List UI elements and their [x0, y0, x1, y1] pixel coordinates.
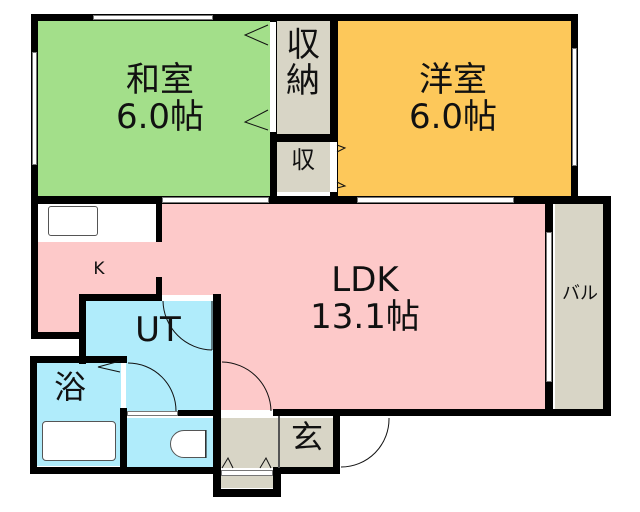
wall-balcony-right — [603, 196, 611, 416]
wall-kitchen-partition-top — [156, 200, 162, 242]
wall-ut-bath-divider — [178, 410, 218, 416]
label-kitchen: K — [93, 259, 105, 279]
door-arc-icon — [221, 361, 272, 412]
wall-step-right — [273, 467, 281, 497]
room-shu-small — [276, 142, 330, 192]
label-bath: 浴 — [53, 368, 86, 406]
label-washitsu: 和室 6.0帖 — [90, 62, 230, 135]
door-shu-small-opening — [330, 142, 337, 192]
door-entrance-opening — [340, 418, 388, 464]
label-ldk: LDK 13.1帖 — [290, 262, 440, 335]
room-name: 洋室 — [419, 60, 487, 100]
room-size: 13.1帖 — [310, 296, 420, 337]
door-ut-opening — [162, 295, 213, 301]
wall-step-bottom — [213, 489, 281, 497]
label-youshitsu: 洋室 6.0帖 — [388, 62, 518, 135]
wall-genkan-divider — [278, 416, 280, 468]
door-ldk-opening — [221, 410, 273, 416]
wall-ut-right — [213, 294, 221, 474]
fold-mark-icon — [336, 144, 347, 153]
window-washitsu-left — [32, 52, 37, 165]
wall-bath-top — [30, 356, 127, 363]
room-name: 収 — [286, 25, 320, 65]
wall-genkan-right — [333, 416, 340, 474]
window-ldk-washitsu — [162, 197, 269, 203]
room-balcony — [555, 204, 604, 409]
wall-top — [31, 14, 578, 21]
room-size: 6.0帖 — [115, 96, 205, 137]
fold-mark-icon — [243, 24, 269, 46]
sink — [48, 206, 98, 236]
door-toilet-opening — [127, 411, 178, 416]
room-washitsu — [37, 20, 270, 196]
wall-genkan-bottom — [275, 467, 340, 474]
wall-ut-top — [79, 294, 162, 301]
room-youshitsu — [338, 20, 571, 196]
room-name: 和室 — [126, 60, 194, 100]
door-arc-icon — [340, 417, 390, 468]
window-washitsu-top — [93, 15, 213, 20]
door-arc-icon — [162, 300, 213, 351]
label-shuno: 収 納 — [276, 25, 330, 101]
wall-bath-right — [120, 408, 127, 474]
wall-shuno-right — [330, 14, 338, 200]
label-ut: UT — [135, 310, 181, 350]
wall-bath-left — [30, 356, 37, 474]
wall-mid-horizontal — [31, 196, 611, 204]
door-genkan-step — [221, 470, 273, 476]
window-balcony — [546, 232, 552, 382]
room-ldk — [162, 204, 545, 410]
door-arc-icon — [127, 362, 177, 412]
wall-step-left — [213, 467, 221, 497]
wall-bottom — [30, 467, 220, 474]
door-bath-opening — [121, 363, 126, 408]
bathtub — [42, 421, 116, 461]
label-balcony: バル — [562, 283, 598, 304]
wall-kitchen-bottom — [31, 332, 86, 339]
door-shuno-opening — [270, 22, 276, 132]
window-ldk-youshitsu — [357, 197, 514, 203]
room-name: 納 — [286, 60, 320, 101]
wall-kitchen-partition-bottom — [156, 277, 162, 301]
wall-shuno-mid — [270, 134, 336, 142]
wall-left-upper — [31, 14, 38, 339]
wall-bottom-ldk — [273, 409, 611, 416]
fold-mark-icon — [243, 109, 269, 131]
room-name: LDK — [331, 260, 399, 300]
label-shu-small: 収 — [291, 146, 315, 174]
room-size: 6.0帖 — [408, 96, 498, 137]
label-genkan: 玄 — [290, 418, 323, 456]
room-shuno — [276, 20, 330, 134]
wall-ut-left — [79, 294, 86, 364]
window-youshitsu-right — [572, 48, 577, 166]
